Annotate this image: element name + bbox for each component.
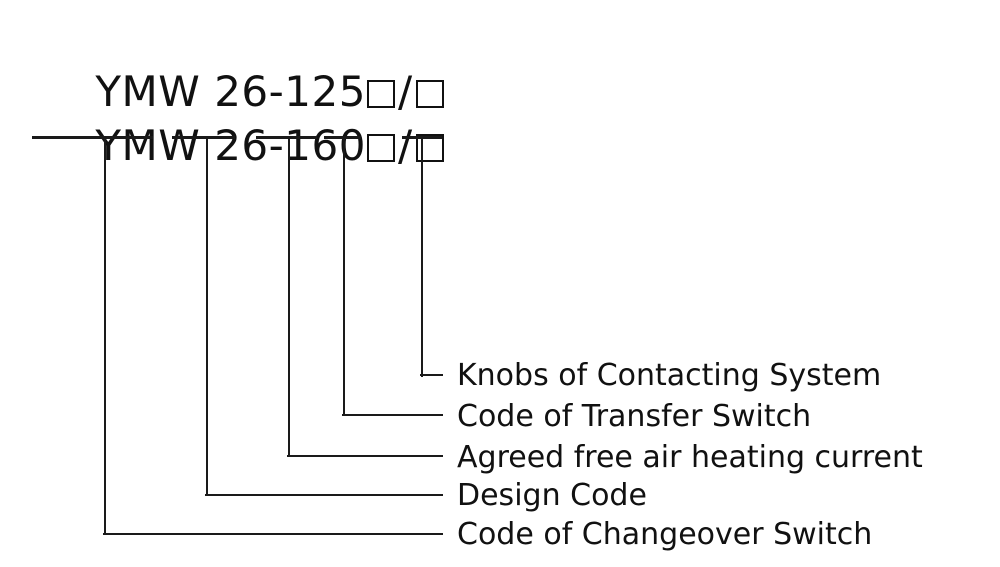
underline-current	[256, 136, 317, 139]
model-code-text-125: YMW	[95, 67, 201, 116]
placeholder-box-knobs-160	[415, 134, 444, 162]
underline-transfer	[324, 136, 361, 139]
model-code-line-160: YMW 26-160/	[40, 74, 445, 218]
leader-hline-changeover	[103, 533, 443, 535]
leader-vline-changeover	[104, 137, 106, 535]
leader-hline-design	[205, 494, 443, 496]
leader-vline-design	[206, 137, 208, 496]
model-code-text-160: YMW	[95, 121, 201, 170]
leader-hline-transfer	[342, 414, 443, 416]
label-knobs: Knobs of Contacting System	[457, 358, 882, 393]
placeholder-box-transfer-160	[366, 134, 395, 162]
leader-vline-knobs	[421, 137, 423, 377]
placeholder-box-transfer-125	[366, 80, 395, 108]
leader-hline-current	[287, 455, 443, 457]
leader-vline-current	[288, 137, 290, 457]
placeholder-box-knobs-125	[415, 80, 444, 108]
label-design: Design Code	[457, 478, 647, 513]
label-transfer: Code of Transfer Switch	[457, 399, 812, 434]
model-code-series-125: 26-125	[214, 67, 366, 116]
slash-separator-160: /	[397, 121, 413, 170]
leader-hline-knobs	[420, 374, 443, 376]
label-changeover: Code of Changeover Switch	[457, 517, 873, 552]
slash-separator-125: /	[397, 67, 413, 116]
underline-changeover	[32, 136, 153, 139]
underline-design	[172, 136, 235, 139]
label-current: Agreed free air heating current	[457, 440, 923, 475]
leader-vline-transfer	[343, 137, 345, 416]
model-code-line-125: YMW 26-125 /	[40, 20, 445, 164]
